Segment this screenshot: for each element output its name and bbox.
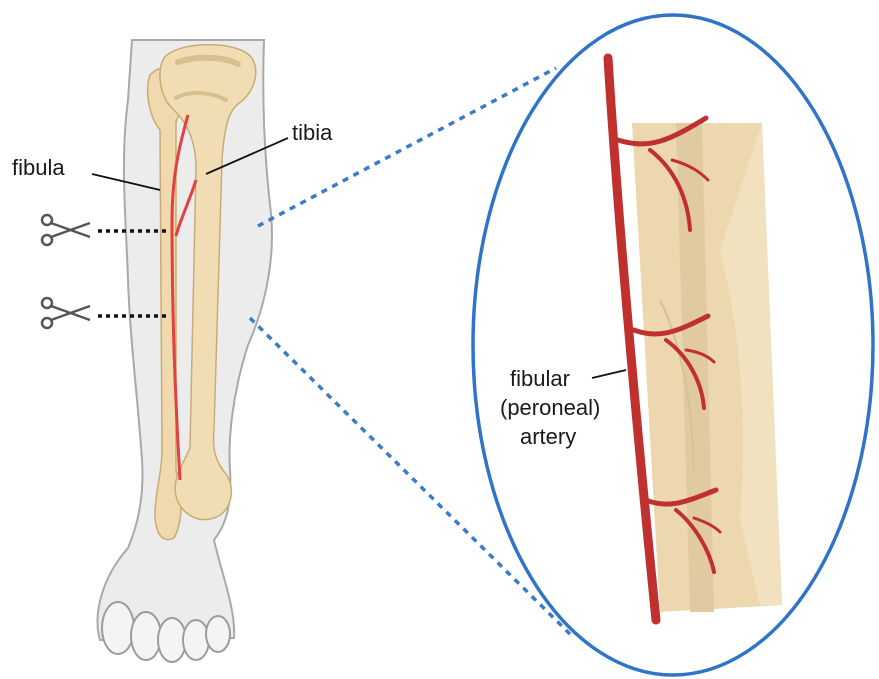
tibia-label: tibia <box>292 120 333 145</box>
leg-illustration <box>98 40 272 662</box>
scissors-icon <box>42 298 90 328</box>
fibula-label: fibula <box>12 155 65 180</box>
artery-label-line-3: artery <box>520 424 576 449</box>
scissors-icon <box>42 215 90 245</box>
magnified-view <box>470 10 879 679</box>
artery-label-line-2: (peroneal) <box>500 395 600 420</box>
artery-label-line-1: fibular <box>510 366 570 391</box>
